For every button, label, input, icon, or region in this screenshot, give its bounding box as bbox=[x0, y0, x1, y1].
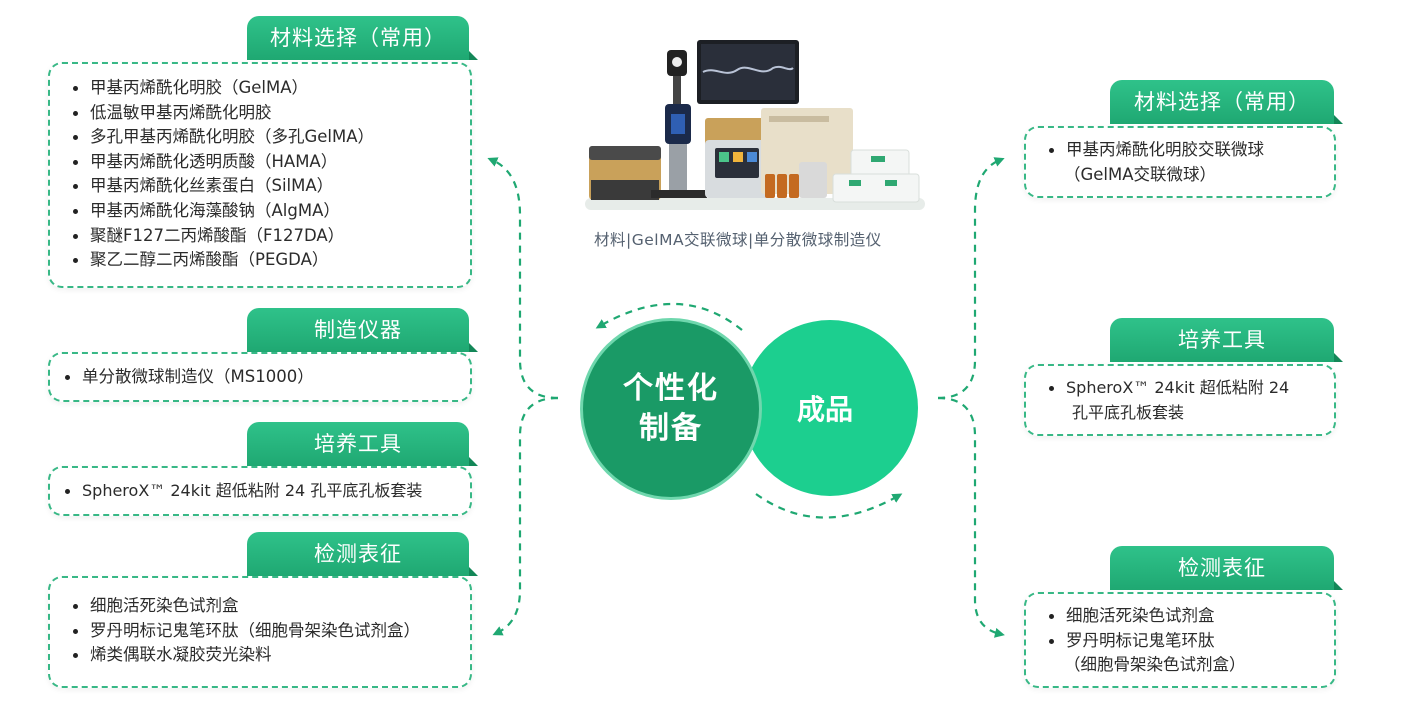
list-item: 甲基丙烯酰化透明质酸（HAMA） bbox=[66, 150, 470, 175]
right-detection-tab: 检测表征 bbox=[1110, 546, 1343, 590]
left-materials-title: 材料选择（常用） bbox=[270, 26, 446, 50]
left-detection-box: 细胞活死染色试剂盒 罗丹明标记鬼笔环肽（细胞骨架染色试剂盒） 烯类偶联水凝胶荧光… bbox=[48, 576, 472, 688]
right-materials-box: 甲基丙烯酰化明胶交联微球 （GelMA交联微球） bbox=[1024, 126, 1336, 198]
top-cycle-arrow bbox=[595, 302, 743, 331]
list-item: 低温敏甲基丙烯酰化明胶 bbox=[66, 101, 470, 126]
product-image bbox=[585, 40, 925, 210]
left-materials-list: 甲基丙烯酰化明胶（GelMA） 低温敏甲基丙烯酰化明胶 多孔甲基丙烯酰化明胶（多… bbox=[66, 76, 470, 273]
bottle bbox=[789, 174, 799, 198]
list-item: 多孔甲基丙烯酰化明胶（多孔GelMA） bbox=[66, 125, 470, 150]
left-brace-upper bbox=[487, 157, 559, 400]
custom-prep-line2: 制备 bbox=[639, 411, 703, 446]
list-item: 聚乙二醇二丙烯酸酯（PEGDA） bbox=[66, 248, 470, 273]
right-materials-title: 材料选择（常用） bbox=[1134, 90, 1310, 114]
left-culture-box: SpheroX™ 24kit 超低粘附 24 孔平底孔板套装 bbox=[48, 466, 472, 516]
right-culture-tab: 培养工具 bbox=[1110, 318, 1343, 362]
custom-prep-circle: 个性化 制备 bbox=[580, 318, 762, 500]
right-detection-list: 细胞活死染色试剂盒 罗丹明标记鬼笔环肽 （细胞骨架染色试剂盒） bbox=[1042, 604, 1334, 678]
bottle bbox=[765, 174, 775, 198]
bottle bbox=[777, 174, 787, 198]
right-brace-upper bbox=[937, 157, 1005, 400]
list-item: 烯类偶联水凝胶荧光染料 bbox=[66, 643, 470, 668]
left-culture-tab: 培养工具 bbox=[247, 422, 478, 466]
list-item: 甲基丙烯酰化明胶交联微球 bbox=[1042, 138, 1334, 163]
right-culture-list: SpheroX™ 24kit 超低粘附 24 孔平底孔板套装 bbox=[1042, 376, 1334, 425]
product-caption: 材料|GelMA交联微球|单分散微球制造仪 bbox=[594, 231, 882, 249]
finished-product-circle: 成品 bbox=[742, 320, 918, 496]
kit-box bbox=[761, 108, 853, 194]
left-materials-tab: 材料选择（常用） bbox=[247, 16, 478, 60]
list-item: 甲基丙烯酰化明胶（GelMA） bbox=[66, 76, 470, 101]
finished-product-label: 成品 bbox=[796, 393, 853, 426]
left-detection-tab: 检测表征 bbox=[247, 532, 478, 576]
list-item: 罗丹明标记鬼笔环肽（细胞骨架染色试剂盒） bbox=[66, 619, 470, 644]
list-item: SpheroX™ 24kit 超低粘附 24 孔平底孔板套装 bbox=[58, 479, 470, 504]
right-detection-title: 检测表征 bbox=[1178, 556, 1266, 580]
list-item: 甲基丙烯酰化丝素蛋白（SilMA） bbox=[66, 174, 470, 199]
list-item: 细胞活死染色试剂盒 bbox=[1042, 604, 1334, 629]
left-instrument-box: 单分散微球制造仪（MS1000） bbox=[48, 352, 472, 402]
left-detection-title: 检测表征 bbox=[314, 542, 402, 566]
list-item: 细胞活死染色试剂盒 bbox=[66, 594, 470, 619]
list-item: 甲基丙烯酰化海藻酸钠（AlgMA） bbox=[66, 199, 470, 224]
list-item: SpheroX™ 24kit 超低粘附 24 bbox=[1042, 376, 1334, 401]
bottom-cycle-arrow bbox=[755, 493, 903, 519]
left-culture-list: SpheroX™ 24kit 超低粘附 24 孔平底孔板套装 bbox=[58, 479, 470, 504]
left-detection-list: 细胞活死染色试剂盒 罗丹明标记鬼笔环肽（细胞骨架染色试剂盒） 烯类偶联水凝胶荧光… bbox=[66, 594, 470, 668]
left-instrument-tab: 制造仪器 bbox=[247, 308, 478, 352]
right-brace-lower bbox=[937, 396, 1005, 638]
left-instrument-list: 单分散微球制造仪（MS1000） bbox=[58, 365, 470, 390]
list-item: 罗丹明标记鬼笔环肽 bbox=[1042, 629, 1334, 654]
list-item: 聚醚F127二丙烯酸酯（F127DA） bbox=[66, 224, 470, 249]
right-culture-title: 培养工具 bbox=[1178, 328, 1266, 352]
left-instrument-title: 制造仪器 bbox=[314, 318, 402, 342]
right-materials-tab: 材料选择（常用） bbox=[1110, 80, 1343, 124]
custom-prep-line1: 个性化 bbox=[623, 371, 719, 406]
left-culture-title: 培养工具 bbox=[314, 432, 402, 456]
right-detection-box: 细胞活死染色试剂盒 罗丹明标记鬼笔环肽 （细胞骨架染色试剂盒） bbox=[1024, 592, 1336, 688]
plate bbox=[832, 173, 920, 203]
list-item-continued: 孔平底孔板套装 bbox=[1072, 402, 1185, 422]
left-materials-box: 甲基丙烯酰化明胶（GelMA） 低温敏甲基丙烯酰化明胶 多孔甲基丙烯酰化明胶（多… bbox=[48, 62, 472, 288]
list-item-continued: （GelMA交联微球） bbox=[1064, 164, 1217, 184]
list-item: 单分散微球制造仪（MS1000） bbox=[58, 365, 470, 390]
cylinder bbox=[799, 162, 827, 198]
left-brace-lower bbox=[492, 396, 559, 636]
right-culture-box: SpheroX™ 24kit 超低粘附 24 孔平底孔板套装 bbox=[1024, 364, 1336, 436]
list-item-continued: （细胞骨架染色试剂盒） bbox=[1064, 655, 1246, 675]
right-materials-list: 甲基丙烯酰化明胶交联微球 （GelMA交联微球） bbox=[1042, 138, 1334, 187]
